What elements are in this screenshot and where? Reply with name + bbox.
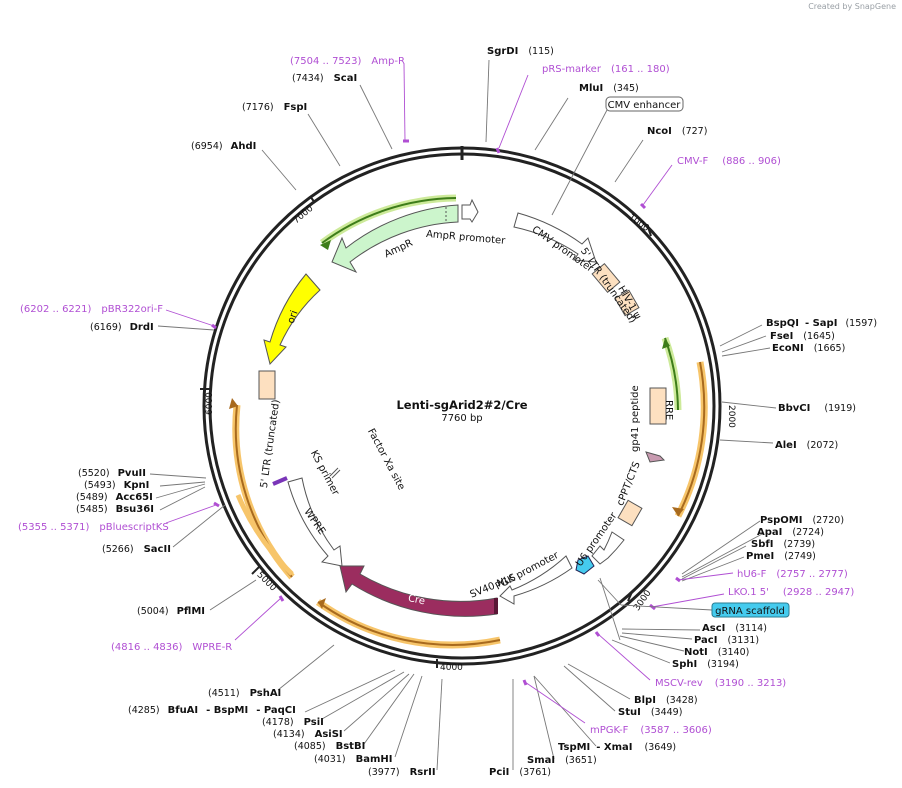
enzyme-asci: AscI(3114) [702,623,767,634]
leader-lines [149,59,777,771]
tick-label-4000: 4000 [440,663,463,673]
enzyme-sgrdi: SgrDI(115) [487,46,554,57]
enzyme-noti: NotI(3140) [684,647,749,658]
enzyme-fspi: (7176)FspI [242,102,307,113]
ltr5-left-feature [258,370,276,400]
enzyme-fsei: FseI(1645) [770,331,835,342]
arrowhead [320,240,331,250]
cre-feature [339,565,498,617]
enzyme-kpni: (5493)KpnI [84,480,149,491]
grna-scaffold-callout [711,602,790,618]
primer-lko1: LKO.1 5'(2928 .. 2947) [728,587,854,598]
ks-primer-feature [272,476,288,486]
cmv-promoter-feature [513,212,597,263]
factor-xa-feature [329,467,339,477]
snapgene-credit: Created by SnapGene [808,2,896,11]
primer-wpre-r: (4816 .. 4836)WPRE-R [111,642,232,653]
enzyme-bbvci: BbvCI(1919) [778,403,856,414]
ltr5-top-feature [591,262,621,294]
primer-amp-r: (7504 .. 7523)Amp-R [290,56,405,67]
enzyme-bspqi-sapi: BspQI- SapI(1597) [766,318,877,329]
tick-label-6000: 6000 [205,392,215,415]
enzyme-bstbi: (4085)BstBI [294,741,365,752]
grna-scaffold-label: gRNA scaffold [715,606,785,617]
enzyme-bfuai-bspmi-paqci: (4285)BfuAI- BspMI- PaqCI [128,705,296,716]
primer-marks [211,139,681,686]
enzyme-paci: PacI(3131) [694,635,759,646]
grna-scaffold-feature [575,555,595,575]
pgk-promoter-feature [499,555,573,605]
factor-xa-label: Factor Xa site [365,427,407,492]
primer-mpgk-f: mPGK-F(3587 .. 3606) [590,725,712,736]
cre-label: Cre [407,593,426,607]
ampr-promoter-label: AmpR promoter [426,229,507,247]
enzyme-pspomi: PspOMI(2720) [760,515,844,526]
enzyme-apai: ApaI(2724) [757,527,824,538]
leader-lines [620,604,713,611]
enzyme-drdi: (6169)DrdI [90,322,154,333]
enzyme-ahdi: (6954)AhdI [191,141,256,152]
arrowhead [672,507,684,516]
cmv-enhancer-callout [605,96,684,112]
arrowhead [229,398,238,409]
enzyme-alei: AleI(2072) [775,440,838,451]
tick-marks [200,195,715,668]
ori-feature [263,273,321,366]
ampr-feature [331,204,459,274]
primer-hu6-f: hU6-F(2757 .. 2777) [737,569,848,580]
plasmid-length: 7760 bp [441,413,482,424]
ltr5-left-label: 5' LTR (truncated) [259,399,282,489]
enzyme-sphi: SphI(3194) [672,659,739,670]
tick-label-2000: 2000 [726,405,736,428]
gp41-label: gp41 peptide [630,385,641,452]
sv40-nls-feature [494,598,498,614]
cmv-enhancer-label: CMV enhancer [608,100,682,111]
enzyme-stui: StuI(3449) [618,707,682,718]
enzyme-tspmi-xmai: TspMI- XmaI(3649) [558,742,676,753]
enzyme-sacii: (5266)SacII [102,544,171,555]
enzyme-pflmi: (5004)PflMI [137,606,205,617]
enzyme-acc65i: (5489)Acc65I [76,492,153,503]
ampr-label: AmpR [383,238,415,261]
enzyme-pcii: PciI(3761) [489,767,551,778]
u6-promoter-feature [591,531,625,565]
wpre-feature [287,477,343,567]
enzyme-bsu36i: (5485)Bsu36I [76,504,154,515]
primer-leaders [165,63,734,724]
primer-prs-marker: pRS-marker(161 .. 180) [542,64,670,75]
tick-label-7000: 7000 [291,204,315,227]
enzyme-rsrii: (3977)RsrII [368,767,436,778]
highlight-arcs [232,194,708,649]
rre-feature [649,387,667,425]
enzyme-bamhi: (4031)BamHI [314,754,392,765]
leader-lines [597,579,622,606]
arrowhead [318,598,326,609]
enzyme-asisi: (4134)AsiSI [273,729,343,740]
enzyme-sbfi: SbfI(2739) [751,539,815,550]
enzyme-mlui: MluI(345) [579,83,639,94]
ori-label: ori [286,309,301,325]
hiv1-psi-feature [614,289,640,317]
primer-pbluescriptks: (5355 .. 5371)pBluescriptKS [18,522,169,533]
enzyme-pvuii: (5520)PvuII [78,468,146,479]
enzyme-psii: (4178)PsiI [262,717,324,728]
enzyme-ncoi: NcoI(727) [647,126,707,137]
enzyme-blpi: BlpI(3428) [634,695,698,706]
cppt-feature [617,499,643,527]
enzyme-pmei: PmeI(2749) [746,551,816,562]
enzyme-scai: (7434)ScaI [292,73,357,84]
primer-pbr322ori-f: (6202 .. 6221)pBR322ori-F [20,304,163,315]
gp41-feature [645,451,666,463]
rre-label: RRE [663,400,674,420]
arrowhead [662,338,670,349]
primer-cmv-f: CMV-F(886 .. 906) [677,156,781,167]
ampr-promoter-feature [461,198,479,223]
enzyme-smai: SmaI(3651) [527,755,597,766]
enzyme-econi: EcoNI(1665) [772,343,845,354]
tick-label-3000: 3000 [632,588,653,613]
plasmid-name: Lenti-sgArid2#2/Cre [396,398,527,412]
primer-mscv-rev: MSCV-rev(3190 .. 3213) [655,678,786,689]
enzyme-pshai: (4511)PshAI [208,688,281,699]
